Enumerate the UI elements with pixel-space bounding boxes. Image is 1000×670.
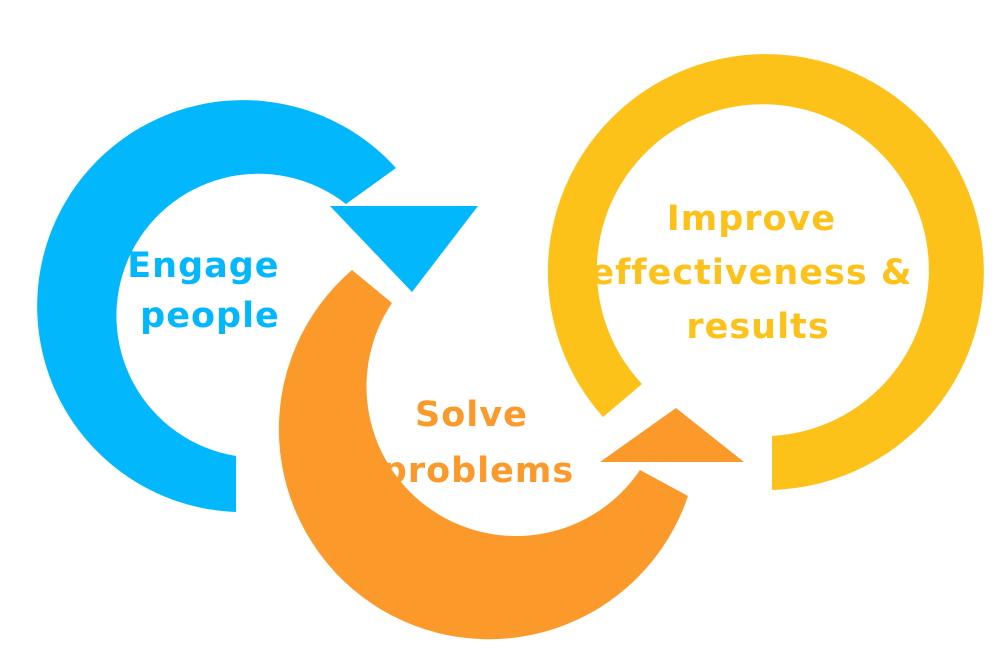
engage-loop: Engage people: [37, 100, 478, 513]
solve-loop: Solve problems: [278, 270, 744, 640]
solve-arc: [278, 270, 688, 640]
improve-label: Improve effectiveness & results: [590, 199, 925, 347]
improve-loop: Improve effectiveness & results: [547, 54, 984, 491]
solve-label: Solve problems: [382, 395, 574, 491]
engage-label-line-1: Engage: [127, 246, 279, 286]
improve-label-line-2: effectiveness &: [590, 253, 912, 293]
engage-label: Engage people: [127, 246, 292, 336]
solve-label-line-1: Solve: [415, 395, 528, 435]
improve-label-line-1: Improve: [667, 199, 836, 239]
engage-label-line-2: people: [140, 296, 280, 336]
improve-label-line-3: results: [686, 307, 829, 347]
engage-arrowhead: [330, 206, 478, 292]
solve-arrowhead: [600, 408, 744, 462]
engage-arc: [37, 100, 397, 513]
solve-label-line-2: problems: [382, 451, 574, 491]
